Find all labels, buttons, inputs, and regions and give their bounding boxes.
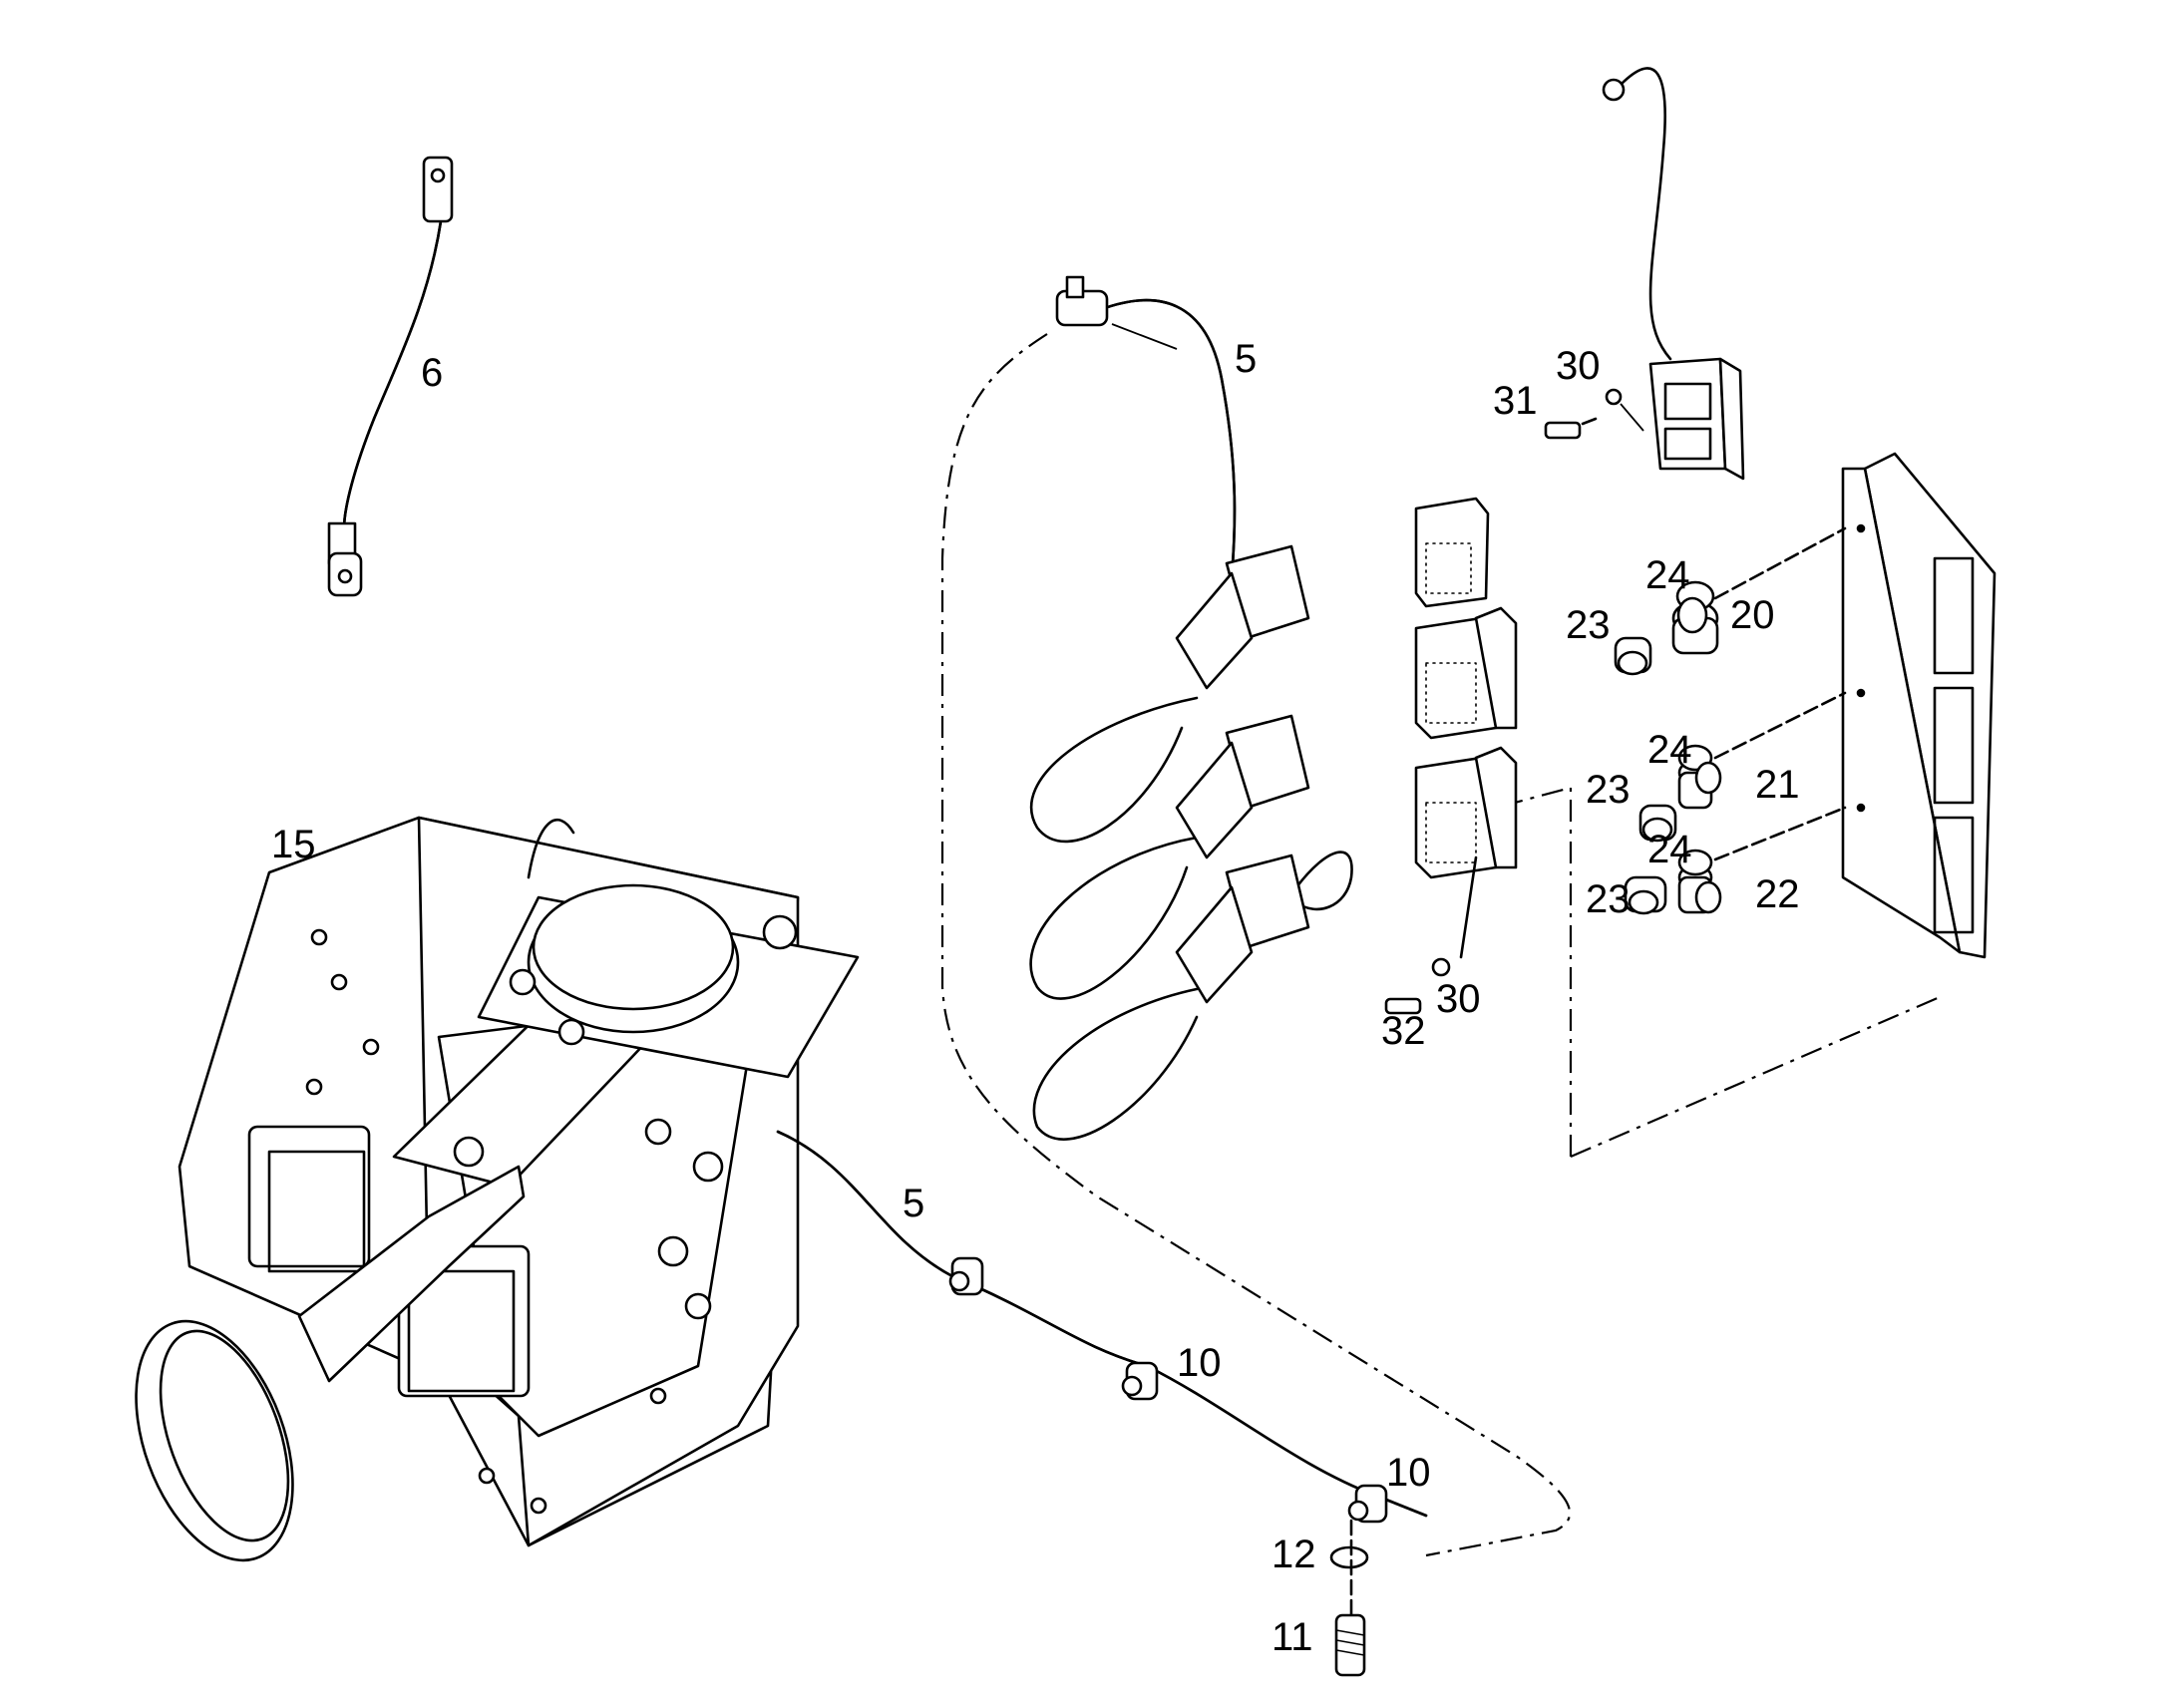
callout-23-mid: 23	[1586, 768, 1631, 812]
callout-5-top: 5	[1235, 337, 1257, 381]
callout-30-bottom: 30	[1436, 977, 1481, 1021]
callout-10-mid: 10	[1177, 1341, 1222, 1385]
callout-24-mid: 24	[1647, 728, 1692, 772]
callout-21: 21	[1755, 763, 1800, 807]
callout-24-bottom: 24	[1647, 828, 1692, 871]
callout-30-top: 30	[1556, 344, 1601, 388]
connector-blocks	[1414, 497, 1518, 879]
horn-bracket-assembly-part-15	[135, 816, 860, 1562]
callout-5-bottom: 5	[903, 1182, 924, 1225]
route-line-harness	[940, 333, 1572, 1557]
callout-23-top: 23	[1566, 603, 1611, 647]
mounting-panel	[1841, 452, 1997, 959]
callout-12: 12	[1272, 1533, 1316, 1576]
callout-31: 31	[1493, 379, 1538, 423]
callout-6: 6	[421, 351, 443, 395]
callout-20: 20	[1730, 593, 1775, 637]
leader-lines	[1111, 323, 1644, 432]
callout-22: 22	[1755, 872, 1800, 916]
callout-32: 32	[1381, 1009, 1426, 1053]
route-line-panel	[1495, 786, 1941, 1159]
cable-with-clamps-part-5	[776, 1130, 1428, 1677]
callout-11: 11	[1272, 1615, 1313, 1659]
ground-strap-part-6	[327, 156, 454, 597]
wiring-harness-part-5	[1029, 275, 1353, 1141]
callout-24-top: 24	[1645, 553, 1690, 597]
callout-15: 15	[271, 823, 316, 866]
socket-housing-top	[1544, 67, 1745, 481]
callout-23-bottom: 23	[1586, 877, 1631, 921]
callout-10-bottom: 10	[1386, 1451, 1431, 1495]
connector-caps-and-screws	[1384, 526, 1847, 1015]
callout-labels: 6 5 31 30 24 20 23 24 21 23 24 22 23 30 …	[271, 337, 1800, 1659]
